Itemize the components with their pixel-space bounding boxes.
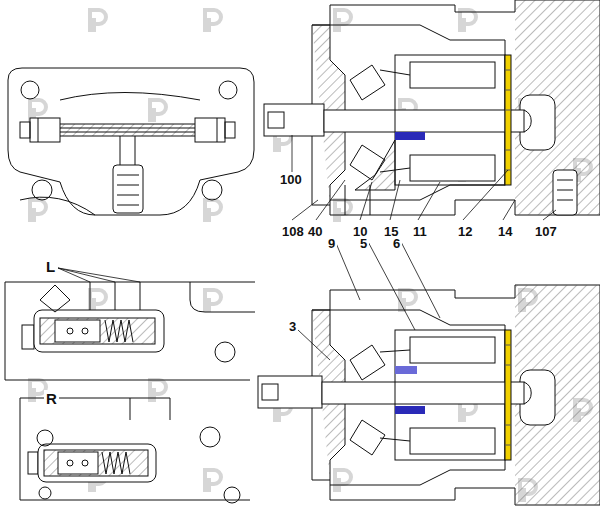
- callout-number: 9: [326, 236, 337, 251]
- callout-number: 108: [280, 224, 306, 239]
- callout-number: 40: [306, 224, 324, 239]
- callout-number: 100: [278, 172, 304, 187]
- callout-number: 14: [496, 224, 514, 239]
- callout-number: 11: [411, 224, 429, 239]
- view-label: L: [44, 258, 57, 275]
- callout-number: 5: [358, 236, 369, 251]
- callout-number: 107: [533, 224, 559, 239]
- view-label: R: [44, 390, 59, 407]
- callout-number: 3: [287, 319, 298, 334]
- watermark-logos: [30, 10, 591, 502]
- callout-number: 12: [456, 224, 474, 239]
- callout-number: 6: [391, 236, 402, 251]
